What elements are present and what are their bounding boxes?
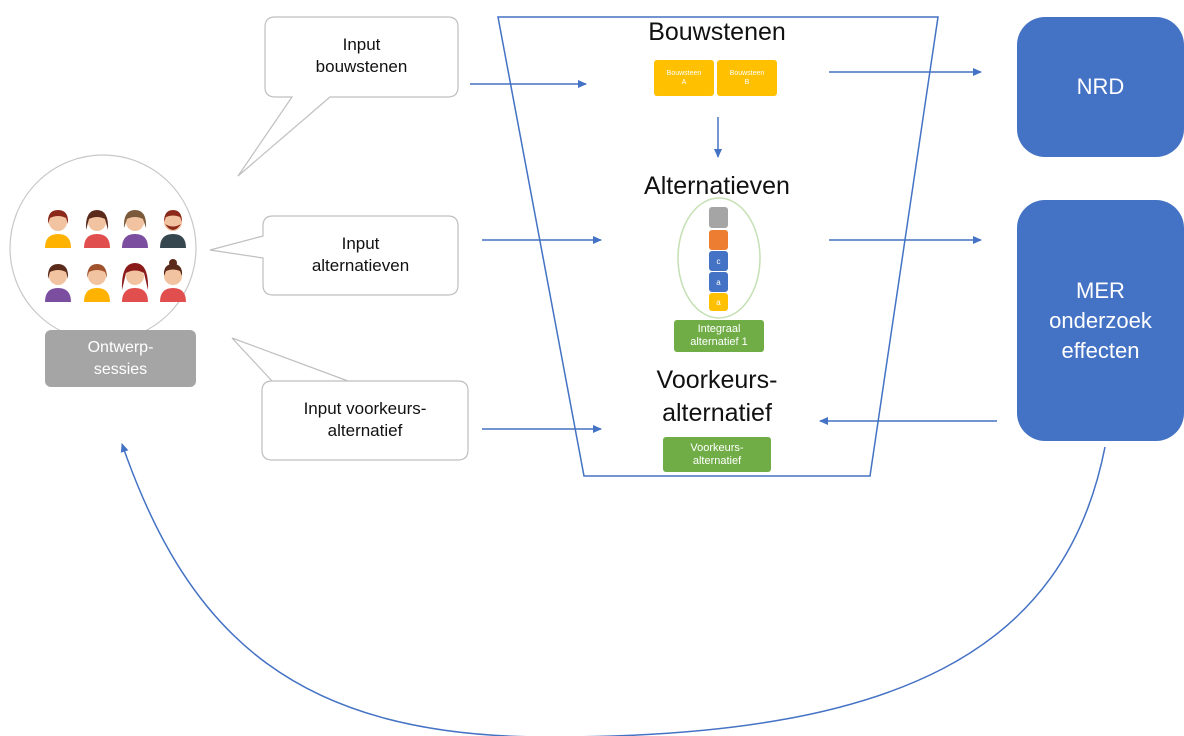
bouwstenen-title: Bouwstenen: [648, 18, 786, 46]
callout-voorkeurs-shape: [231, 337, 469, 461]
stack-block-c: c: [709, 251, 728, 271]
callout-bouwstenen-shape: [237, 16, 459, 177]
feedback-curve: [120, 443, 1106, 736]
nrd-box: NRD: [1017, 17, 1184, 157]
stack-block-orange: [709, 230, 728, 250]
funnel-outline: [497, 16, 939, 477]
stack-block-a-yellow: a: [709, 293, 728, 311]
ontwerp-sessies-label: Ontwerp- sessies: [45, 330, 196, 387]
callout-voorkeurs-text: Input voorkeurs- alternatief: [303, 399, 427, 440]
alternatieven-title: Alternatieven: [644, 172, 790, 200]
stack-block-gray: [709, 207, 728, 228]
alternatieven-ellipse: [677, 197, 761, 319]
people-group-icon: [45, 210, 186, 302]
voorkeurs-title: Voorkeurs- alternatief: [656, 366, 778, 427]
voorkeurs-alternatief-box: Voorkeurs-alternatief: [663, 437, 771, 472]
callout-bouwstenen-text: Input bouwstenen: [315, 35, 408, 76]
mer-onderzoek-box: MER onderzoek effecten: [1017, 200, 1184, 441]
stack-block-a-blue: a: [709, 272, 728, 292]
callout-alternatieven-shape: [209, 215, 459, 296]
callout-alternatieven-text: Input alternatieven: [311, 234, 410, 275]
